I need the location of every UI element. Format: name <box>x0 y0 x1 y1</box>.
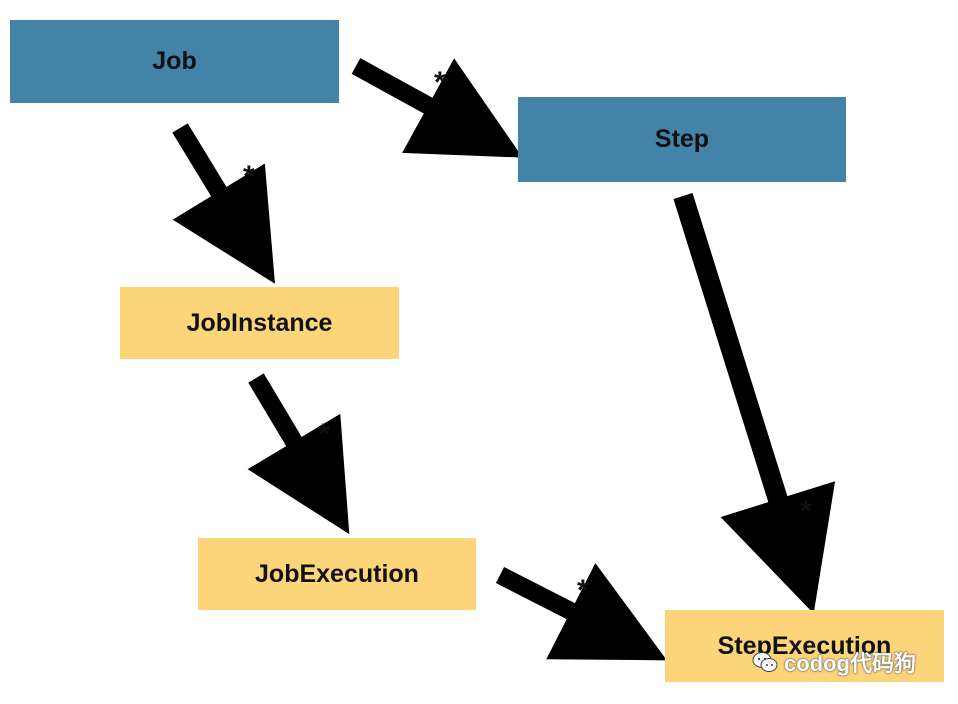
job-execution-box: JobExecution <box>198 538 476 610</box>
multiplicity-job-step: * <box>434 66 446 99</box>
multiplicity-jobinstance-jobexecution: * <box>318 418 330 451</box>
job-instance-label: JobInstance <box>186 308 333 337</box>
multiplicity-job-jobinstance: * <box>243 160 255 193</box>
arrow-jobinstance-to-jobexecution <box>247 373 350 535</box>
step-label: Step <box>654 125 710 153</box>
job-box: Job <box>10 20 339 103</box>
job-instance-box: JobInstance <box>120 287 399 359</box>
multiplicity-step-stepexecution: * <box>800 495 812 528</box>
step-execution-label: StepExecution <box>717 631 892 660</box>
watermark-text: codog代码狗 <box>784 651 916 676</box>
arrow-step-to-stepexecution <box>673 193 836 614</box>
multiplicity-jobexecution-stepexecution: * <box>577 574 589 607</box>
watermark: codog代码狗 <box>752 646 916 678</box>
arrow-job-to-jobinstance <box>172 123 275 284</box>
wechat-icon <box>752 652 778 672</box>
job-label: Job <box>152 47 197 75</box>
job-execution-label: JobExecution <box>255 559 419 588</box>
step-box: Step <box>518 97 846 182</box>
step-execution-box: StepExecution <box>665 610 944 682</box>
